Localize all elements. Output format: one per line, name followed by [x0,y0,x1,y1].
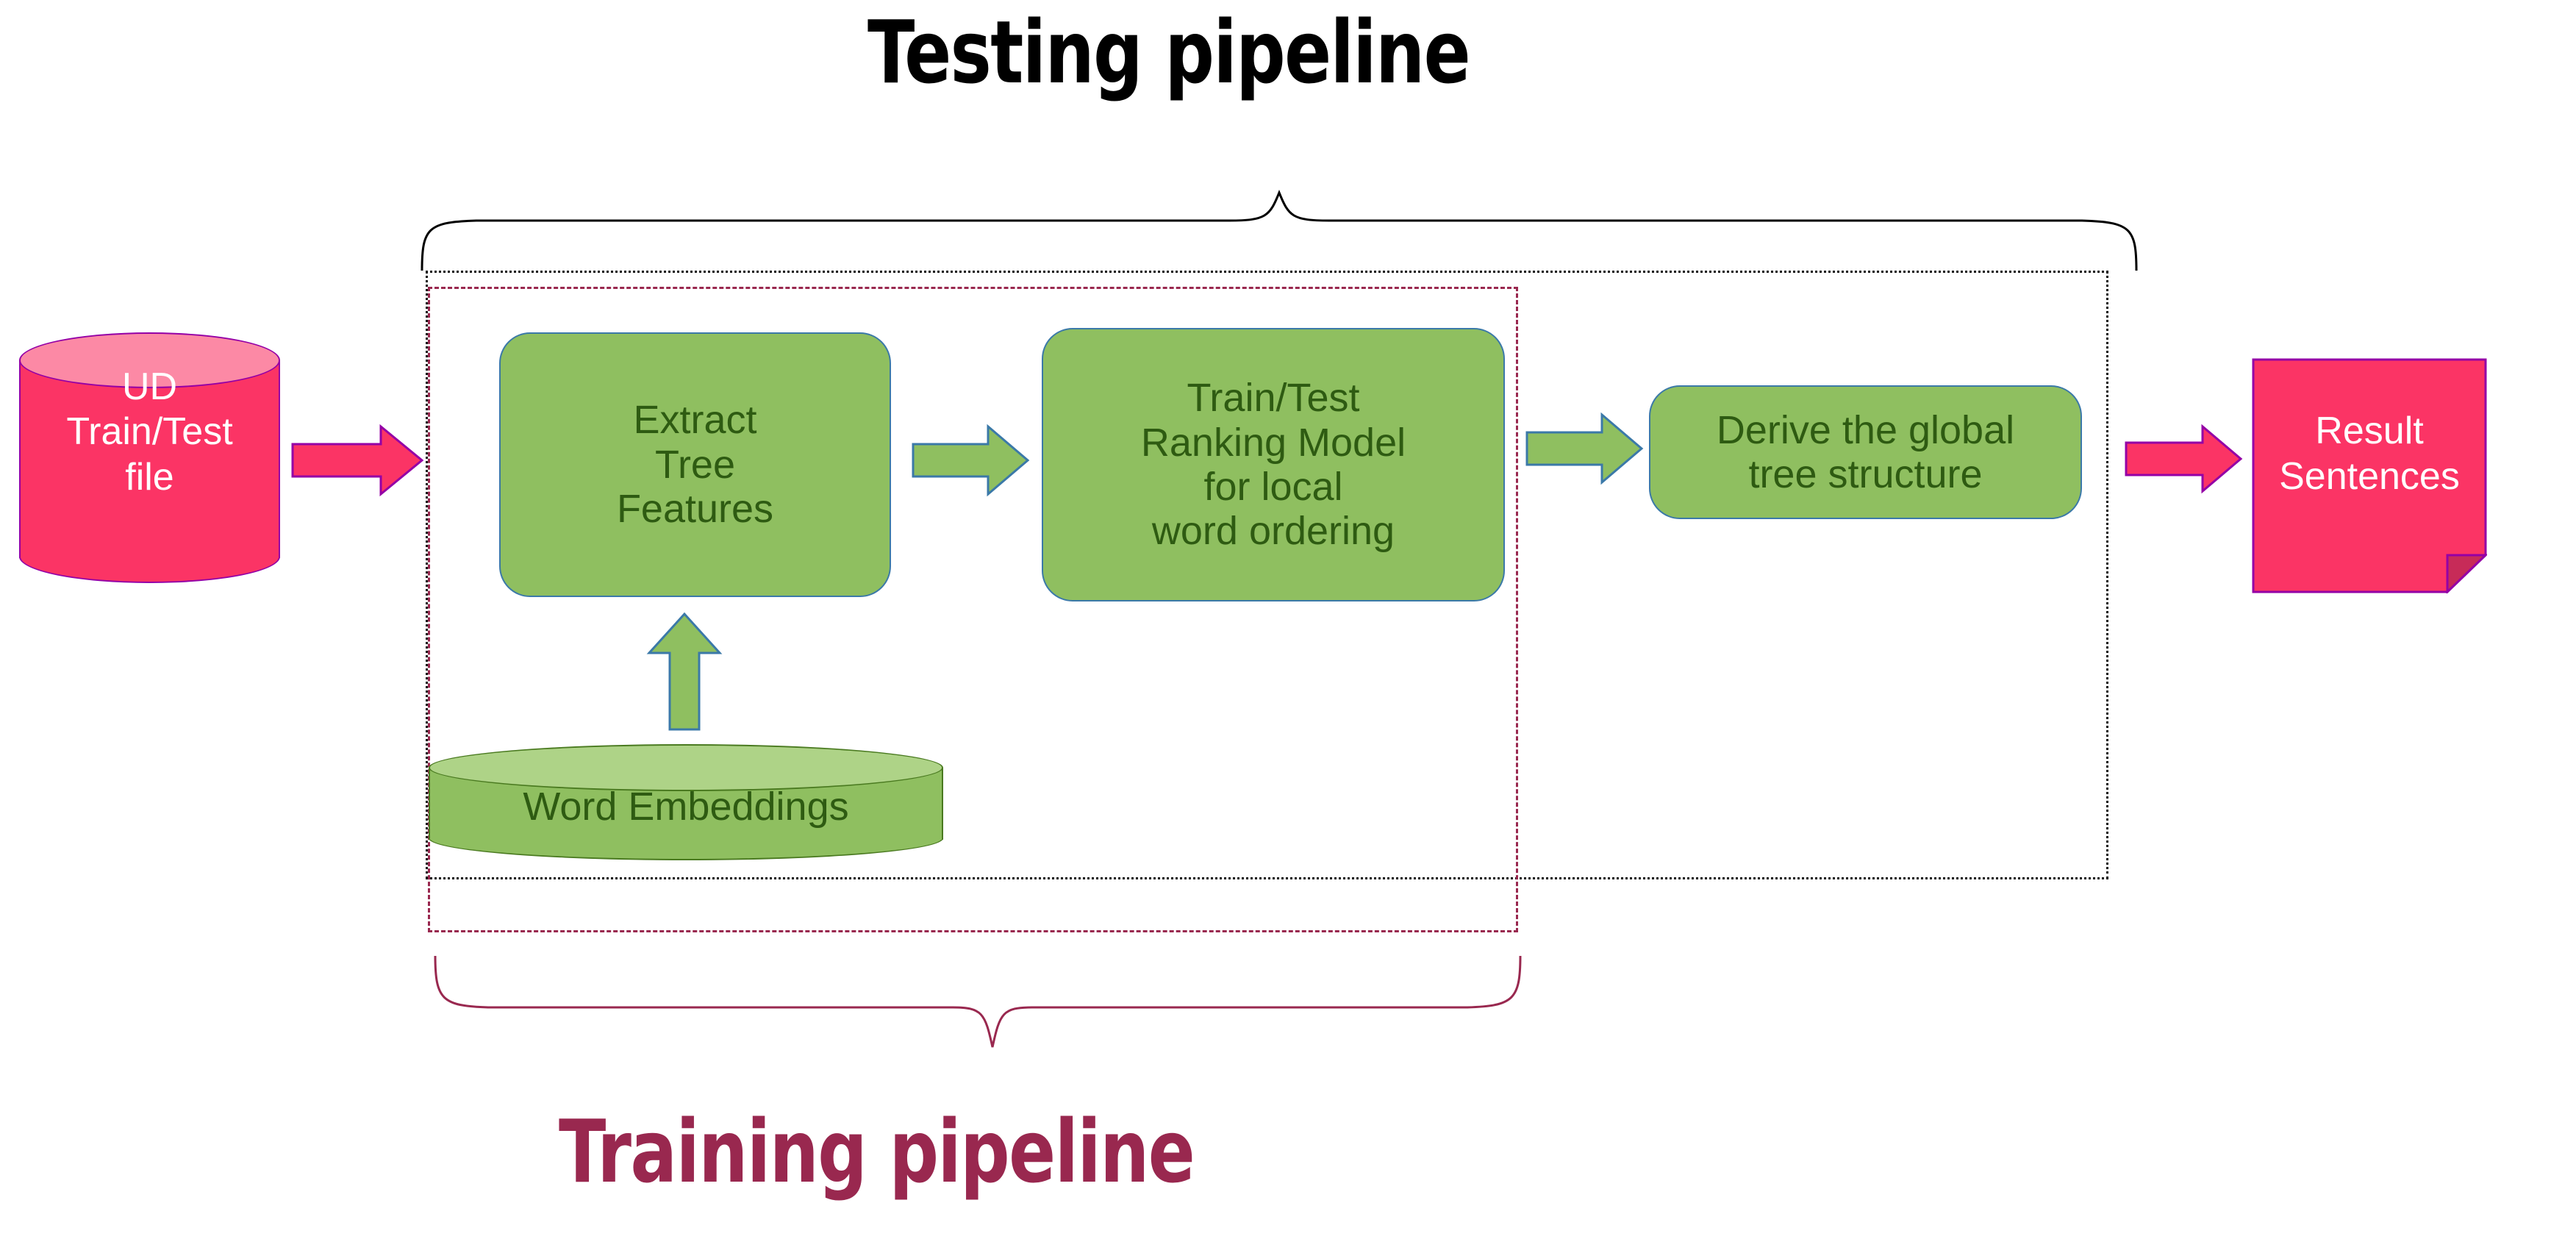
training-pipeline-brace [434,955,1522,1048]
word-embeddings-database[interactable]: Word Embeddings [429,744,943,860]
ranking-model-box[interactable]: Train/Test Ranking Model for local word … [1042,328,1505,601]
arrow-extract-to-ranking-icon [912,424,1030,497]
ud-file-label: UD Train/Test file [66,365,233,499]
derive-global-tree-structure-box[interactable]: Derive the global tree structure [1649,385,2082,519]
arrow-ranking-to-derive-icon [1525,412,1644,485]
testing-pipeline-region [426,271,2108,879]
cylinder-body [19,360,280,558]
testing-pipeline-title: Testing pipeline [867,1,1471,103]
arrow-embeddings-to-extract-icon [646,612,723,731]
training-pipeline-region [428,287,1518,932]
training-pipeline-title: Training pipeline [559,1101,1195,1202]
extract-tree-features-box[interactable]: Extract Tree Features [499,332,891,597]
note-folded-corner-icon [2252,358,2487,593]
testing-pipeline-brace [421,190,2138,271]
cylinder-top [19,332,280,388]
ud-train-test-file-database[interactable]: UD Train/Test file [19,332,280,583]
result-sentences-label: Result Sentences [2279,410,2460,499]
arrow-derive-to-result-icon [2125,424,2243,494]
arrow-ud-to-extract-icon [291,424,424,497]
result-sentences-note[interactable]: Result Sentences [2252,358,2487,593]
disk-top [429,744,943,791]
word-embeddings-label: Word Embeddings [523,785,849,829]
